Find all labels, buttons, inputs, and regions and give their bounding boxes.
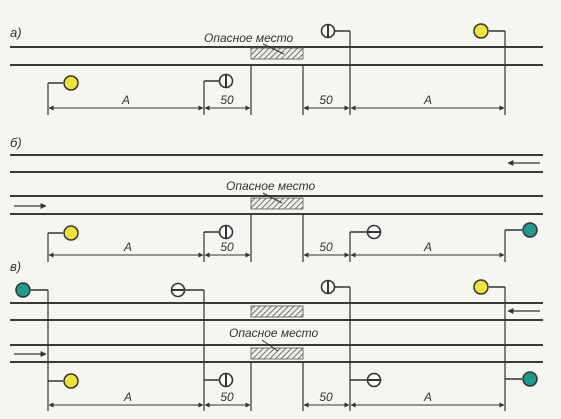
panel-a-label: а) bbox=[10, 25, 22, 40]
signal-yellow-c-bottom bbox=[48, 373, 79, 389]
signal-bar-c-top bbox=[170, 282, 205, 411]
signal-stop-a1 bbox=[203, 73, 234, 115]
danger-label-c: Опасное место bbox=[229, 326, 319, 340]
panel-c-label: в) bbox=[10, 259, 21, 274]
panel-c: в) Опасное место bbox=[10, 259, 543, 411]
danger-label-b: Опасное место bbox=[226, 179, 316, 193]
tracks-a bbox=[10, 46, 543, 66]
signal-bar-b2 bbox=[349, 224, 382, 262]
yellow-light-icon bbox=[63, 225, 79, 241]
danger-zone-a bbox=[250, 47, 304, 60]
signal-bar-c-bottom bbox=[350, 372, 382, 388]
dim-50-right: 50 bbox=[319, 93, 333, 107]
dim-50-right: 50 bbox=[319, 390, 333, 404]
dim-a-left: А bbox=[121, 93, 130, 107]
dim-a-left: А bbox=[123, 390, 132, 404]
danger-zone-c-bottom bbox=[250, 347, 304, 360]
green-light-icon bbox=[15, 282, 31, 298]
tracks-b bbox=[10, 154, 543, 215]
signal-stop-c-top bbox=[320, 279, 351, 411]
danger-label-a: Опасное место bbox=[204, 31, 294, 45]
danger-zone-b bbox=[250, 197, 304, 210]
danger-pointer-c bbox=[261, 339, 279, 352]
danger-pointer-a bbox=[262, 43, 285, 55]
panel-b-label: б) bbox=[10, 135, 22, 150]
yellow-light-icon bbox=[473, 23, 489, 39]
panel-a: а) Опасное место bbox=[10, 23, 543, 115]
dim-a-right: А bbox=[423, 390, 432, 404]
signal-green-c-top bbox=[15, 282, 49, 411]
green-light-icon bbox=[522, 222, 538, 238]
signal-yellow-a2 bbox=[473, 23, 506, 115]
dim-50-left: 50 bbox=[220, 93, 234, 107]
dim-50-left: 50 bbox=[220, 240, 234, 254]
danger-zone-c-top bbox=[250, 305, 304, 318]
yellow-light-icon bbox=[63, 373, 79, 389]
dim-a-left: А bbox=[123, 240, 132, 254]
signal-stop-b1 bbox=[203, 224, 234, 262]
yellow-light-icon bbox=[473, 279, 489, 295]
signal-green-c-bottom bbox=[505, 371, 538, 387]
signal-yellow-b1 bbox=[47, 225, 79, 262]
tracks-c bbox=[10, 302, 543, 363]
green-light-icon bbox=[522, 371, 538, 387]
signal-green-b2 bbox=[504, 222, 538, 262]
dim-50-left: 50 bbox=[220, 390, 234, 404]
signal-stop-c-bottom bbox=[204, 372, 234, 388]
dim-a-right: А bbox=[423, 93, 432, 107]
signal-yellow-a1 bbox=[47, 75, 79, 115]
signal-stop-a2 bbox=[320, 23, 351, 115]
signal-yellow-c-top bbox=[473, 279, 506, 411]
panel-b: б) Опасное место bbox=[10, 135, 543, 262]
dim-a-right: А bbox=[423, 240, 432, 254]
yellow-light-icon bbox=[63, 75, 79, 91]
dim-50-right: 50 bbox=[319, 240, 333, 254]
danger-pointer-b bbox=[262, 192, 283, 204]
